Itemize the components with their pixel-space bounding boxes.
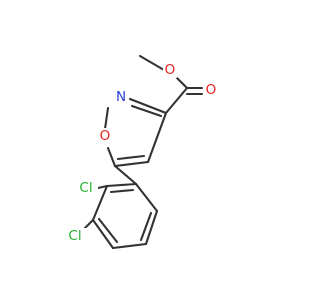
bond-c3-chlorine [83, 218, 95, 230]
atom-ester-oxygen-label: O [165, 62, 176, 78]
bond-methyl-oxygen [138, 54, 166, 72]
bond-phenyl-4-5 [91, 218, 115, 250]
bond-ester-ring [164, 86, 189, 115]
bond-n-c3-double [130, 104, 163, 118]
bond-phenyl-inner-3 [109, 188, 135, 194]
atom-nitrogen-label: N [116, 89, 126, 105]
bond-c5-o1 [106, 146, 117, 168]
bond-c4-c5-single [113, 160, 150, 168]
bond-phenyl-3-4 [111, 242, 148, 250]
bond-isoxazole-phenyl [113, 164, 138, 186]
bond-c2-chlorine [96, 184, 109, 190]
bond-phenyl-inner-2 [97, 217, 119, 244]
bond-lines [83, 54, 204, 250]
bond-phenyl-6-1 [105, 182, 138, 188]
bond-n-c3-single [128, 97, 168, 115]
chemical-structure: O O N O Cl Cl [63, 54, 218, 250]
bond-c3-c4 [146, 111, 168, 164]
bond-phenyl-2-3 [144, 209, 159, 246]
bond-oxygen-carbonyl [175, 76, 189, 90]
atom-chlorine-2-label: Cl [79, 180, 92, 196]
bond-phenyl-inner-1 [139, 211, 153, 242]
atom-carbonyl-oxygen-label: O [206, 82, 217, 98]
atom-labels: O O N O Cl Cl [63, 62, 218, 244]
bond-o1-n [103, 106, 110, 131]
atom-ring-oxygen-label: O [100, 128, 111, 144]
bond-c4-c5-double [116, 154, 146, 161]
bond-phenyl-5-6 [91, 184, 109, 222]
bond-phenyl-1-2 [134, 182, 159, 213]
atom-chlorine-3-label: Cl [68, 228, 81, 244]
